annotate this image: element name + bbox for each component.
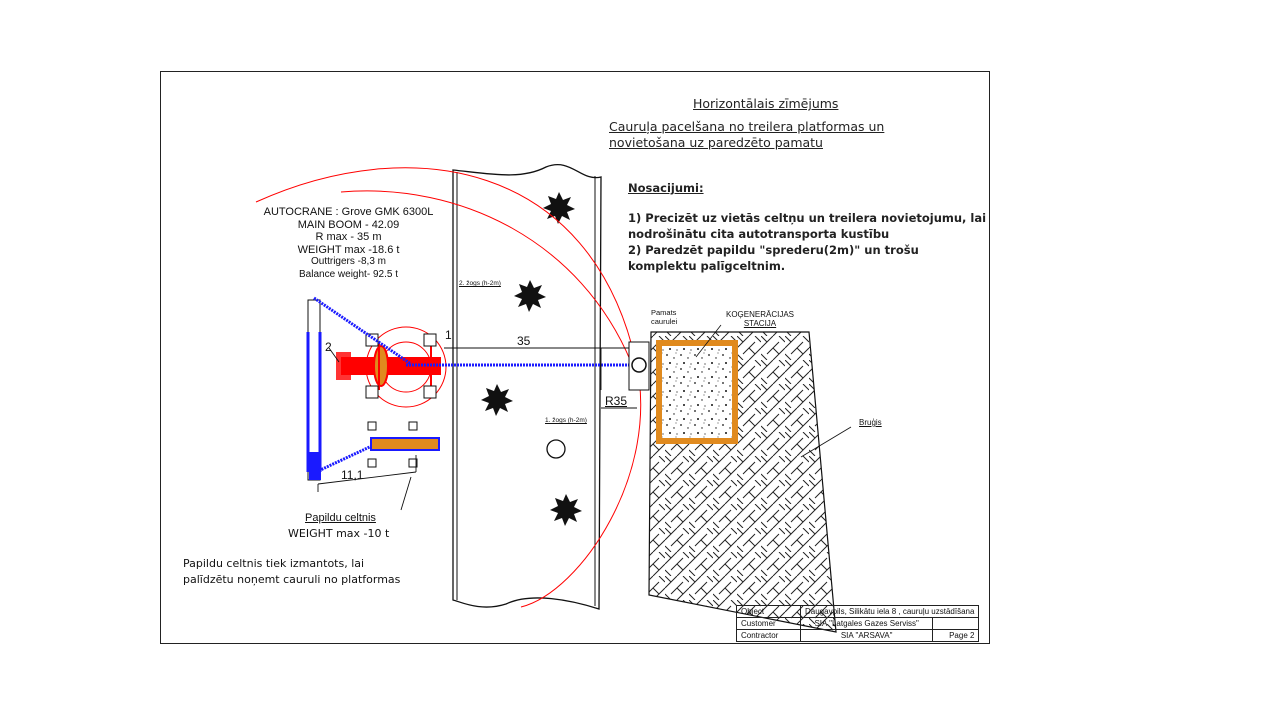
drawing-sheet: Horizontālais zīmējums Cauruļa pacelšana… xyxy=(160,71,990,644)
foundation-label: Pamats caurulei xyxy=(651,308,677,326)
boom-lines xyxy=(313,296,639,474)
title-block-label: Contractor xyxy=(736,629,801,642)
title-block-value: Daugavpils, Silikātu iela 8 , cauruļu uz… xyxy=(799,605,980,618)
title-block-value: SIA "Latgales Gazes Serviss" xyxy=(799,617,934,630)
drawing-title: Horizontālais zīmējums xyxy=(693,96,839,111)
site-plan-drawing xyxy=(255,164,852,633)
title-block-label: Customer xyxy=(736,617,801,630)
condition-line: komplektu palīgceltnim. xyxy=(628,259,786,273)
station-label-line: STACIJA xyxy=(743,319,777,328)
fence-2-label: 2. žogs (h-2m) xyxy=(459,280,501,287)
dimension-r35: R35 xyxy=(605,394,628,408)
main-crane-specs: AUTOCRANE : Grove GMK 6300L MAIN BOOM - … xyxy=(256,206,441,281)
road-strip xyxy=(452,164,602,610)
dimension-11-1: 11,1 xyxy=(341,468,364,482)
spec-line: MAIN BOOM - 42.09 xyxy=(297,218,400,231)
aux-crane-label: Papildu celtnis xyxy=(305,512,376,524)
tree-icon xyxy=(481,384,513,416)
spec-line: R max - 35 m xyxy=(315,231,382,243)
foundation-label-line: Pamats xyxy=(651,308,677,317)
marker-1: 1 xyxy=(445,328,452,342)
spec-line: Outtrigers -8,3 m xyxy=(310,256,387,267)
station-label: KOĢENERĀCIJAS STACIJA xyxy=(726,310,794,328)
title-block-value: SIA "ARSAVA" xyxy=(799,629,934,642)
drawing-subtitle-2: novietošana uz paredzēto pamatu xyxy=(609,135,823,150)
spec-line: AUTOCRANE : Grove GMK 6300L xyxy=(263,206,434,218)
aux-crane xyxy=(367,421,440,468)
paving-label: Bruģis xyxy=(859,418,882,427)
spec-line: WEIGHT max -18.6 t xyxy=(297,243,400,256)
pipe-foundation xyxy=(628,341,650,391)
station-label-line: KOĢENERĀCIJAS xyxy=(726,310,795,319)
foundation-label-line: caurulei xyxy=(651,317,678,326)
aux-note-line: Papildu celtnis tiek izmantots, lai xyxy=(183,557,365,570)
title-block: Object Daugavpils, Silikātu iela 8 , cau… xyxy=(736,605,980,642)
condition-line: 1) Precizēt uz vietās celtņu un treilera… xyxy=(628,211,987,225)
marker-2: 2 xyxy=(325,340,332,354)
dimension-35: 35 xyxy=(517,334,531,348)
condition-line: nodrošinātu cita autotransporta kustību xyxy=(628,227,890,241)
spec-line: Balance weight- 92.5 t xyxy=(299,268,398,280)
tree-icon xyxy=(514,280,546,312)
pipe-on-trailer xyxy=(306,299,322,481)
title-block-row: Object Daugavpils, Silikātu iela 8 , cau… xyxy=(736,605,980,618)
cogeneration-station xyxy=(648,324,852,633)
page-number: Page 2 xyxy=(932,629,980,642)
title-block-row: Contractor SIA "ARSAVA" Page 2 xyxy=(736,629,980,642)
title-block-label: Object xyxy=(736,605,801,618)
title-block-row: Customer SIA "Latgales Gazes Serviss" xyxy=(736,617,980,630)
tree-icon xyxy=(550,494,582,526)
drawing-subtitle-1: Cauruļa pacelšana no treilera platformas… xyxy=(609,119,885,134)
fence-1-label: 1. žogs (h-2m) xyxy=(545,417,587,424)
aux-note-line: palīdzētu noņemt cauruli no platformas xyxy=(183,573,401,586)
aux-crane-weight: WEIGHT max -10 t xyxy=(288,527,390,540)
aux-crane-note: Papildu celtnis tiek izmantots, lai palī… xyxy=(183,556,400,588)
title-block-extra xyxy=(932,617,980,630)
condition-line: 2) Paredzēt papildu "sprederu(2m)" un tr… xyxy=(628,243,919,257)
tree-icon xyxy=(543,192,575,224)
shrub-icon xyxy=(546,439,566,459)
conditions-heading: Nosacijumi: xyxy=(628,181,704,195)
